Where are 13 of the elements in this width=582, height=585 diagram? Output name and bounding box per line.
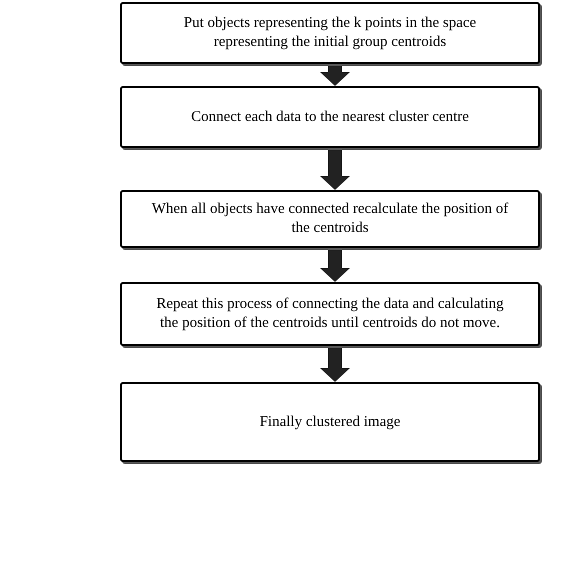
step-text: Finally clustered image — [260, 412, 400, 432]
process-box — [120, 86, 540, 148]
step-text: Connect each data to the nearest cluster centre — [191, 108, 469, 126]
process-box — [120, 2, 540, 64]
block-arrow — [320, 64, 350, 86]
process-box — [120, 190, 540, 248]
step-text: When all objects have connected recalculate the position of the centroids — [150, 200, 510, 238]
step-text: Repeat this process of connecting the data and calculating the position of the centroids until centroids do not move. — [155, 295, 505, 333]
process-box — [120, 282, 540, 346]
process-box — [120, 382, 540, 462]
step-text: Put objects representing the k points in the space representing the initial group centroids — [182, 14, 478, 52]
block-arrow — [320, 148, 350, 190]
block-arrow — [320, 248, 350, 282]
